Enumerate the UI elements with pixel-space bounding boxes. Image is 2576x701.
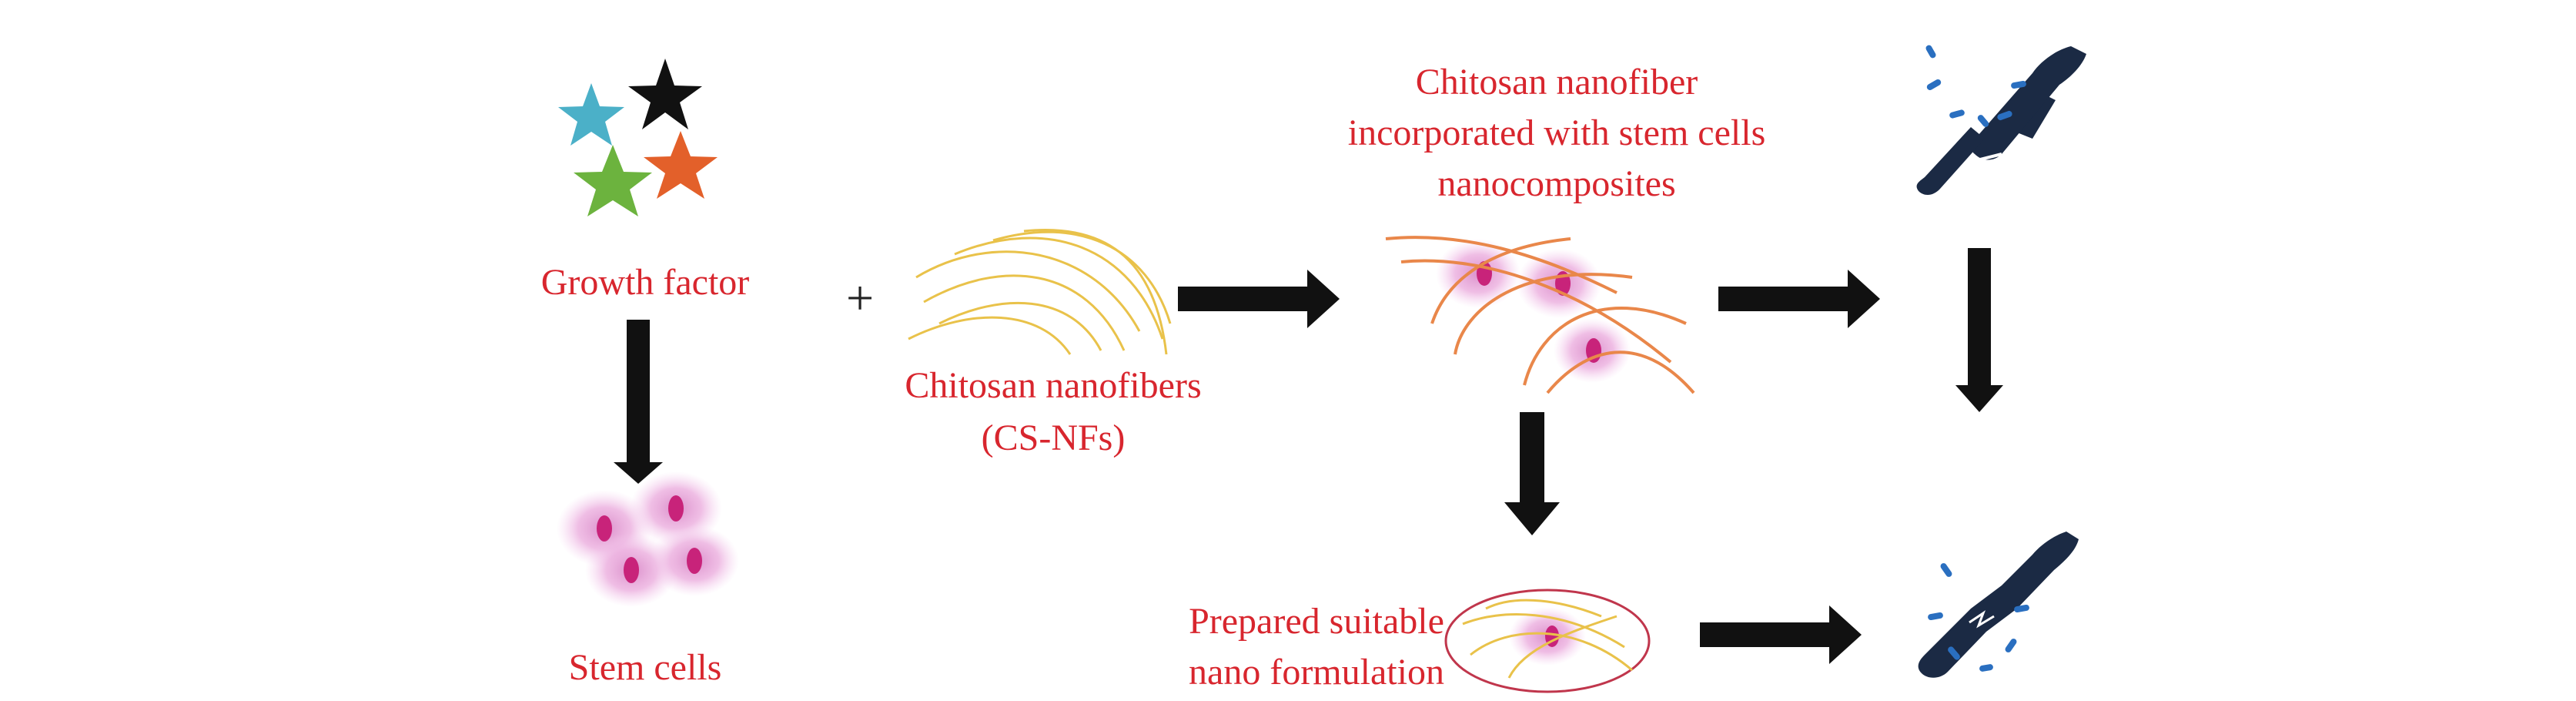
star-icon (644, 131, 718, 199)
nanofiber-icon (908, 229, 1172, 355)
nanofiber-icon (1462, 599, 1633, 679)
nano-formulation-label-line1: Prepared suitable (1189, 601, 1444, 642)
growth-factor-label: Growth factor (541, 262, 750, 303)
arrow-icon (1955, 248, 2003, 412)
nanocomposite-label-line3: nanocomposites (1437, 163, 1675, 204)
arrow-icon (1178, 270, 1340, 328)
nanocomposite-label-line2: incorporated with stem cells (1348, 112, 1766, 153)
nanocomposite-label-line1: Chitosan nanofiber (1416, 62, 1698, 102)
arrow-icon (1718, 270, 1880, 328)
arrow-icon (1700, 605, 1862, 664)
plus-sign: + (846, 270, 874, 325)
chitosan-nanofibers-label-line2: (CS-NFs) (982, 418, 1126, 458)
growth-factor-stars (558, 59, 718, 216)
nano-formulation-label-line2: nano formulation (1189, 652, 1444, 693)
arrow-icon (614, 320, 663, 484)
star-icon (558, 83, 624, 146)
nanocomposite-icon (1385, 236, 1695, 394)
star-icon (628, 59, 702, 129)
stem-cells-cluster (557, 471, 739, 607)
fractured-bone-icon (1916, 45, 2086, 196)
nanofiber-icon (1385, 236, 1695, 394)
stem-cell-icon (650, 525, 739, 596)
chitosan-nanofibers-label-line1: Chitosan nanofibers (905, 365, 1201, 406)
stem-cell-icon (1509, 607, 1586, 666)
healing-bone-icon (1918, 532, 2079, 678)
stem-cells-label: Stem cells (569, 647, 722, 688)
nano-formulation-icon (1444, 589, 1651, 693)
star-icon (574, 145, 652, 216)
arrow-icon (1504, 412, 1560, 535)
